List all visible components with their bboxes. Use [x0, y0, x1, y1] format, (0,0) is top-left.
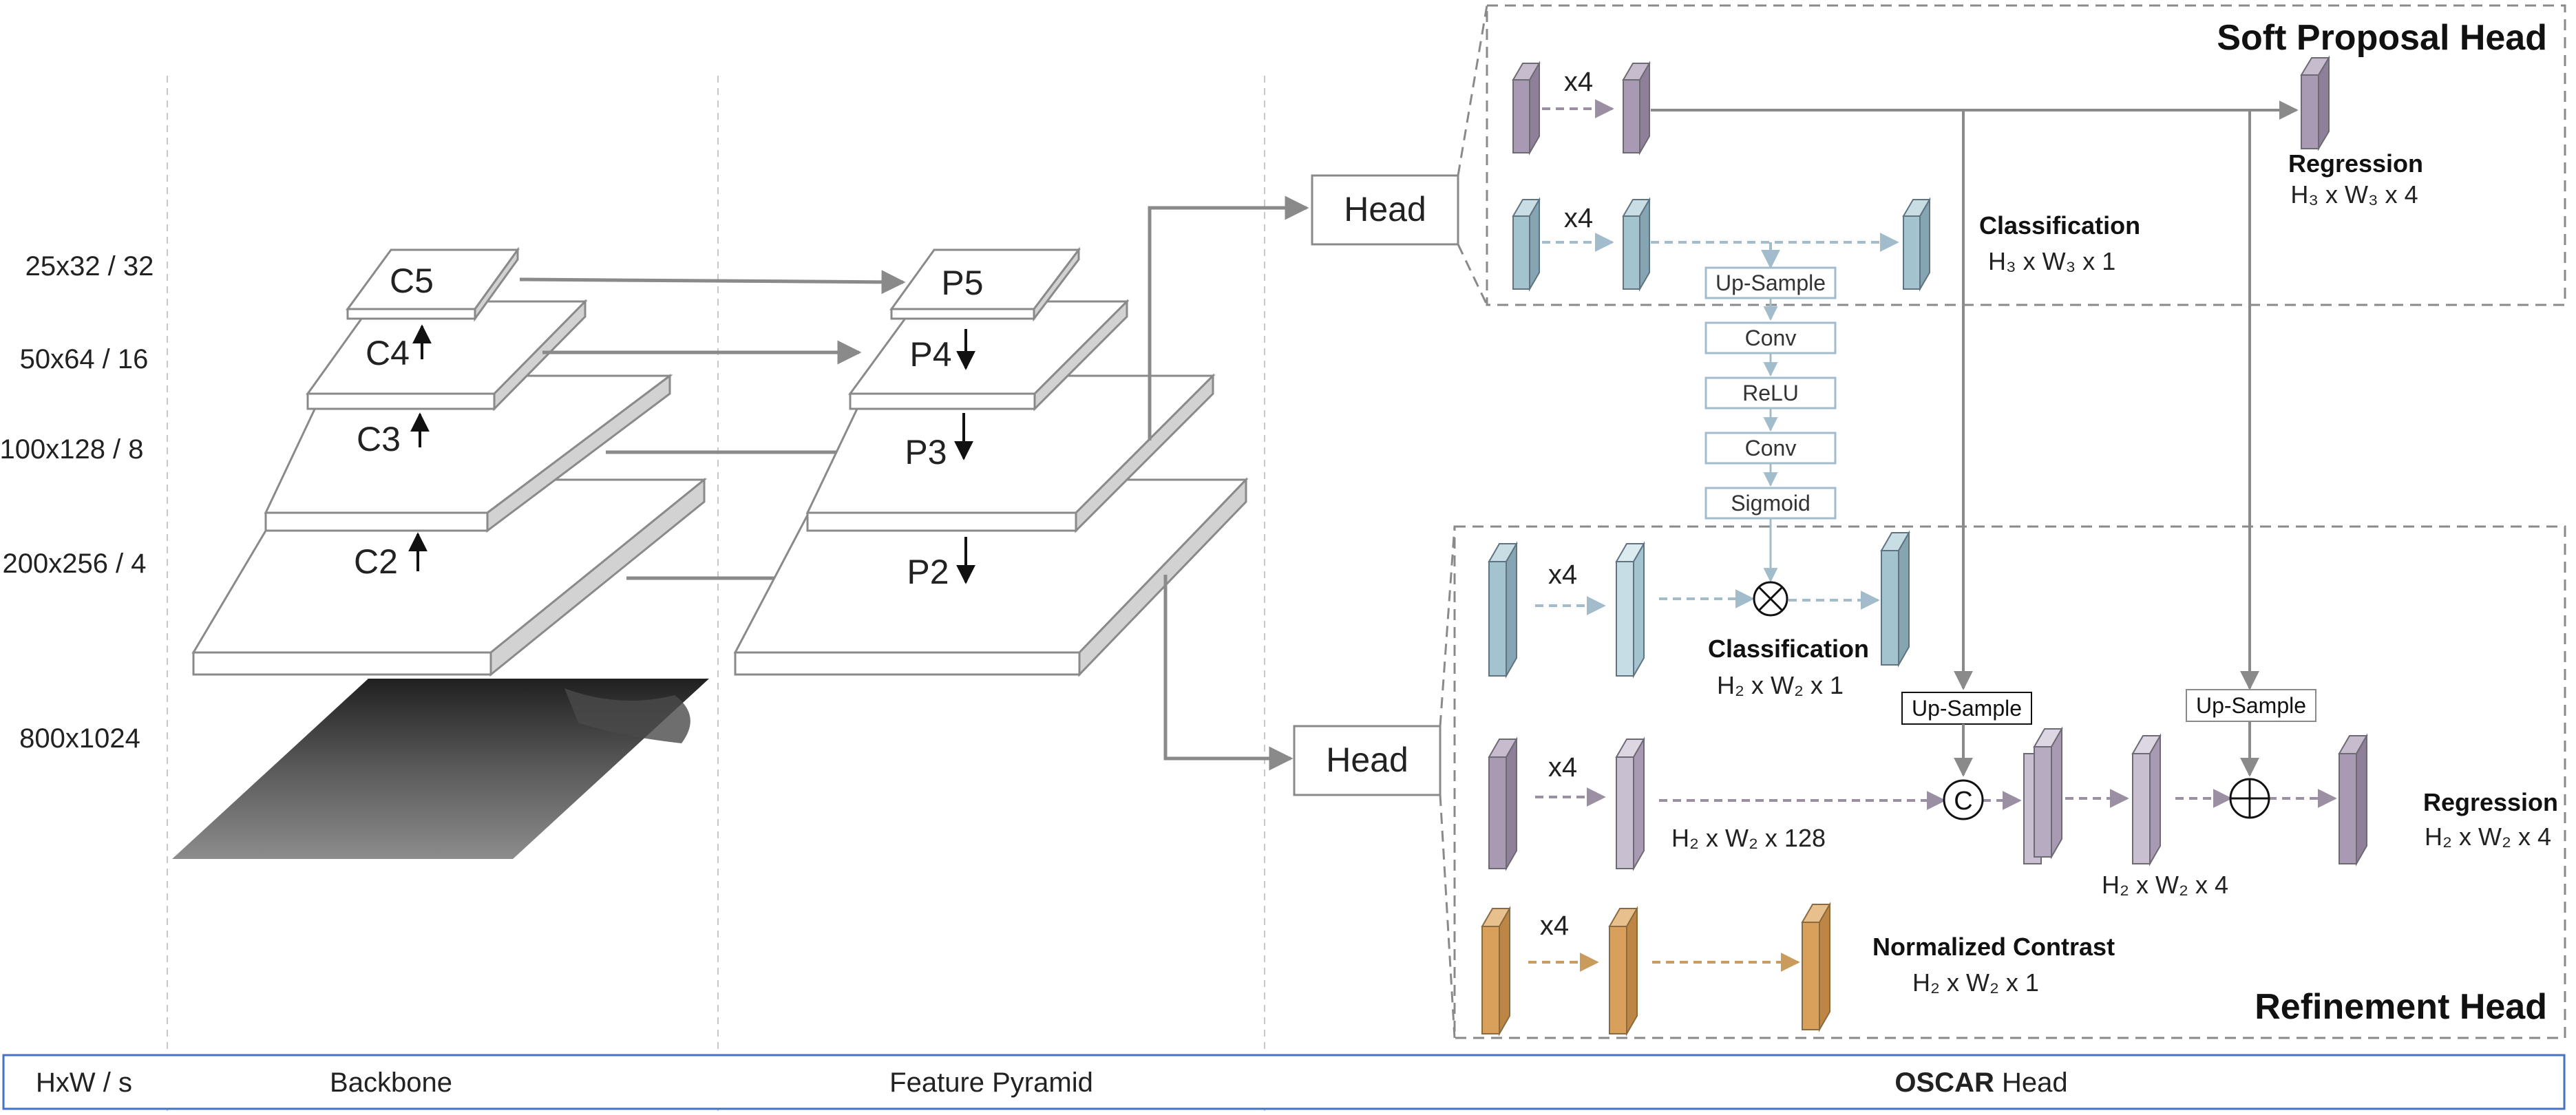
x4-label-sp-top: x4 — [1564, 67, 1593, 97]
refinement-head-panel — [1453, 525, 2566, 1039]
backbone-plate-c3 — [264, 373, 673, 533]
sp-regression-label: Regression — [2288, 149, 2423, 178]
rf-classification-dims: H₂ x W₂ x 1 — [1717, 671, 1844, 699]
add-operator-icon — [2229, 778, 2270, 819]
pyramid-plate-p3 — [805, 373, 1216, 533]
refinement-classification-output: Classification H₂ x W₂ x 1 — [1708, 635, 1869, 699]
scale-labels: 25x32 / 32 50x64 / 16 100x128 / 8 200x25… — [0, 251, 154, 754]
feature-map-purple-rf-mid — [2131, 733, 2162, 867]
rf-mid-dims: H₂ x W₂ x 4 — [2102, 871, 2228, 899]
refinement-reg-arrows — [1535, 787, 2337, 810]
concat-operator-icon: C — [1943, 779, 1984, 820]
level-label-p5: P5 — [941, 264, 983, 302]
pyramid-plate-p5 — [889, 246, 1081, 322]
feature-map-purple-sp1 — [1512, 61, 1541, 156]
level-label-c2: C2 — [354, 542, 398, 581]
backbone-plate-c4 — [306, 299, 588, 412]
footer-col-scale: HxW / s — [36, 1068, 132, 1098]
attention-relu-label: ReLU — [1742, 381, 1799, 405]
refinement-head-title: Refinement Head — [2255, 987, 2547, 1027]
rf-regression-label: Regression — [2423, 788, 2558, 816]
soft-proposal-head-title: Soft Proposal Head — [2217, 18, 2547, 58]
upsample-right-label: Up-Sample — [2196, 693, 2306, 718]
scale-label-c2: 200x256 / 4 — [2, 549, 146, 579]
rf-regression-dims: H₂ x W₂ x 4 — [2425, 822, 2551, 851]
feature-map-blue-rf-cls — [1880, 530, 1910, 668]
level-label-c4: C4 — [366, 334, 410, 372]
feature-map-orange-rf2 — [1608, 906, 1638, 1037]
feature-map-purple-sp2 — [1622, 61, 1651, 156]
lateral-connections — [519, 270, 906, 591]
soft-proposal-regression-output: Regression H₃ x W₃ x 4 — [2288, 149, 2423, 209]
backbone-labels: C5 C4 C3 C2 — [354, 262, 434, 581]
feature-map-blue-sp2 — [1622, 197, 1651, 292]
x4-label-rf-reg: x4 — [1548, 752, 1577, 783]
concat-symbol: C — [1954, 787, 1972, 816]
refinement-contrast-output: Normalized Contrast H₂ x W₂ x 1 — [1872, 933, 2115, 997]
feature-map-purple-rf1 — [1488, 736, 1518, 871]
x4-label-rf-contrast: x4 — [1540, 911, 1569, 941]
scale-label-c5: 25x32 / 32 — [25, 251, 154, 282]
footer-col-head: OSCAR Head — [1894, 1068, 2067, 1098]
footer-col-head-rest: Head — [1994, 1068, 2068, 1098]
feature-map-purple-rf2 — [1615, 736, 1645, 871]
rf-feature-dims: H₂ x W₂ x 128 — [1671, 824, 1826, 852]
scale-label-input: 800x1024 — [19, 723, 140, 754]
level-label-c5: C5 — [390, 262, 434, 300]
multiply-operator-icon — [1753, 581, 1788, 617]
scale-label-c3: 100x128 / 8 — [0, 434, 144, 465]
pyramid-plate-p4 — [848, 299, 1130, 412]
feature-map-blue-sp-cls — [1902, 197, 1931, 292]
level-label-p2: P2 — [907, 553, 949, 591]
x4-label-rf-cls: x4 — [1548, 560, 1577, 590]
contrast-dims: H₂ x W₂ x 1 — [1912, 968, 2039, 997]
scale-label-c4: 50x64 / 16 — [20, 344, 149, 374]
contrast-label: Normalized Contrast — [1872, 933, 2115, 961]
footer-col-pyramid: Feature Pyramid — [889, 1068, 1093, 1098]
feature-map-orange-rf1 — [1481, 906, 1511, 1037]
footer-bar: HxW / s Backbone Feature Pyramid OSCAR H… — [2, 1054, 2566, 1110]
upsample-box-right: Up-Sample — [2186, 689, 2316, 777]
sp-classification-label: Classification — [1979, 211, 2140, 240]
attention-sigmoid-label: Sigmoid — [1731, 491, 1810, 516]
soft-proposal-head-panel — [1486, 4, 2566, 306]
level-label-c3: C3 — [357, 420, 401, 458]
zoom-connectors — [1439, 5, 1488, 1039]
footer-col-head-bold: OSCAR — [1894, 1068, 1994, 1098]
feature-map-blue-sp1 — [1512, 197, 1541, 292]
level-label-p3: P3 — [905, 433, 947, 471]
soft-proposal-classification-output: Classification H₃ x W₃ x 1 — [1979, 211, 2140, 275]
feature-map-purple-concat — [2023, 726, 2063, 864]
x4-label-sp-mid: x4 — [1564, 203, 1593, 233]
head-label-top: Head — [1344, 190, 1426, 229]
feature-map-purple-sp-reg — [2300, 55, 2330, 151]
feature-map-blue-rf2 — [1615, 541, 1645, 679]
footer-col-backbone: Backbone — [330, 1068, 452, 1098]
upsample-left-label: Up-Sample — [1912, 696, 2022, 721]
attention-conv2-label: Conv — [1745, 436, 1797, 460]
head-label-bottom: Head — [1326, 741, 1408, 779]
feature-map-orange-contrast — [1801, 902, 1831, 1032]
level-label-p4: P4 — [909, 335, 951, 374]
input-image — [172, 679, 709, 859]
feature-map-purple-rf-reg — [2338, 733, 2368, 867]
upsample-box-left: Up-Sample — [1901, 692, 2032, 777]
pyramid-labels: P5 P4 P3 P2 — [905, 264, 983, 591]
attention-conv1-label: Conv — [1745, 326, 1797, 350]
head-box-top: Head — [1311, 174, 1459, 246]
sp-regression-dims: H₃ x W₃ x 4 — [2290, 180, 2418, 209]
refinement-cls-arrows — [1535, 589, 1880, 615]
attention-upsample-label: Up-Sample — [1715, 270, 1826, 295]
soft-proposal-arrows — [1542, 99, 2299, 690]
head-box-bottom: Head — [1293, 725, 1442, 796]
pyramid-to-head-connections — [1148, 195, 1309, 771]
attention-branch: Up-Sample Conv ReLU Conv Sigmoid — [1704, 266, 1837, 583]
refinement-regression-output: Regression H₂ x W₂ x 4 — [2423, 788, 2558, 851]
rf-classification-label: Classification — [1708, 635, 1869, 663]
sp-classification-dims: H₃ x W₃ x 1 — [1988, 247, 2115, 275]
feature-map-blue-rf1 — [1488, 541, 1518, 679]
backbone-plate-c5 — [346, 246, 520, 322]
